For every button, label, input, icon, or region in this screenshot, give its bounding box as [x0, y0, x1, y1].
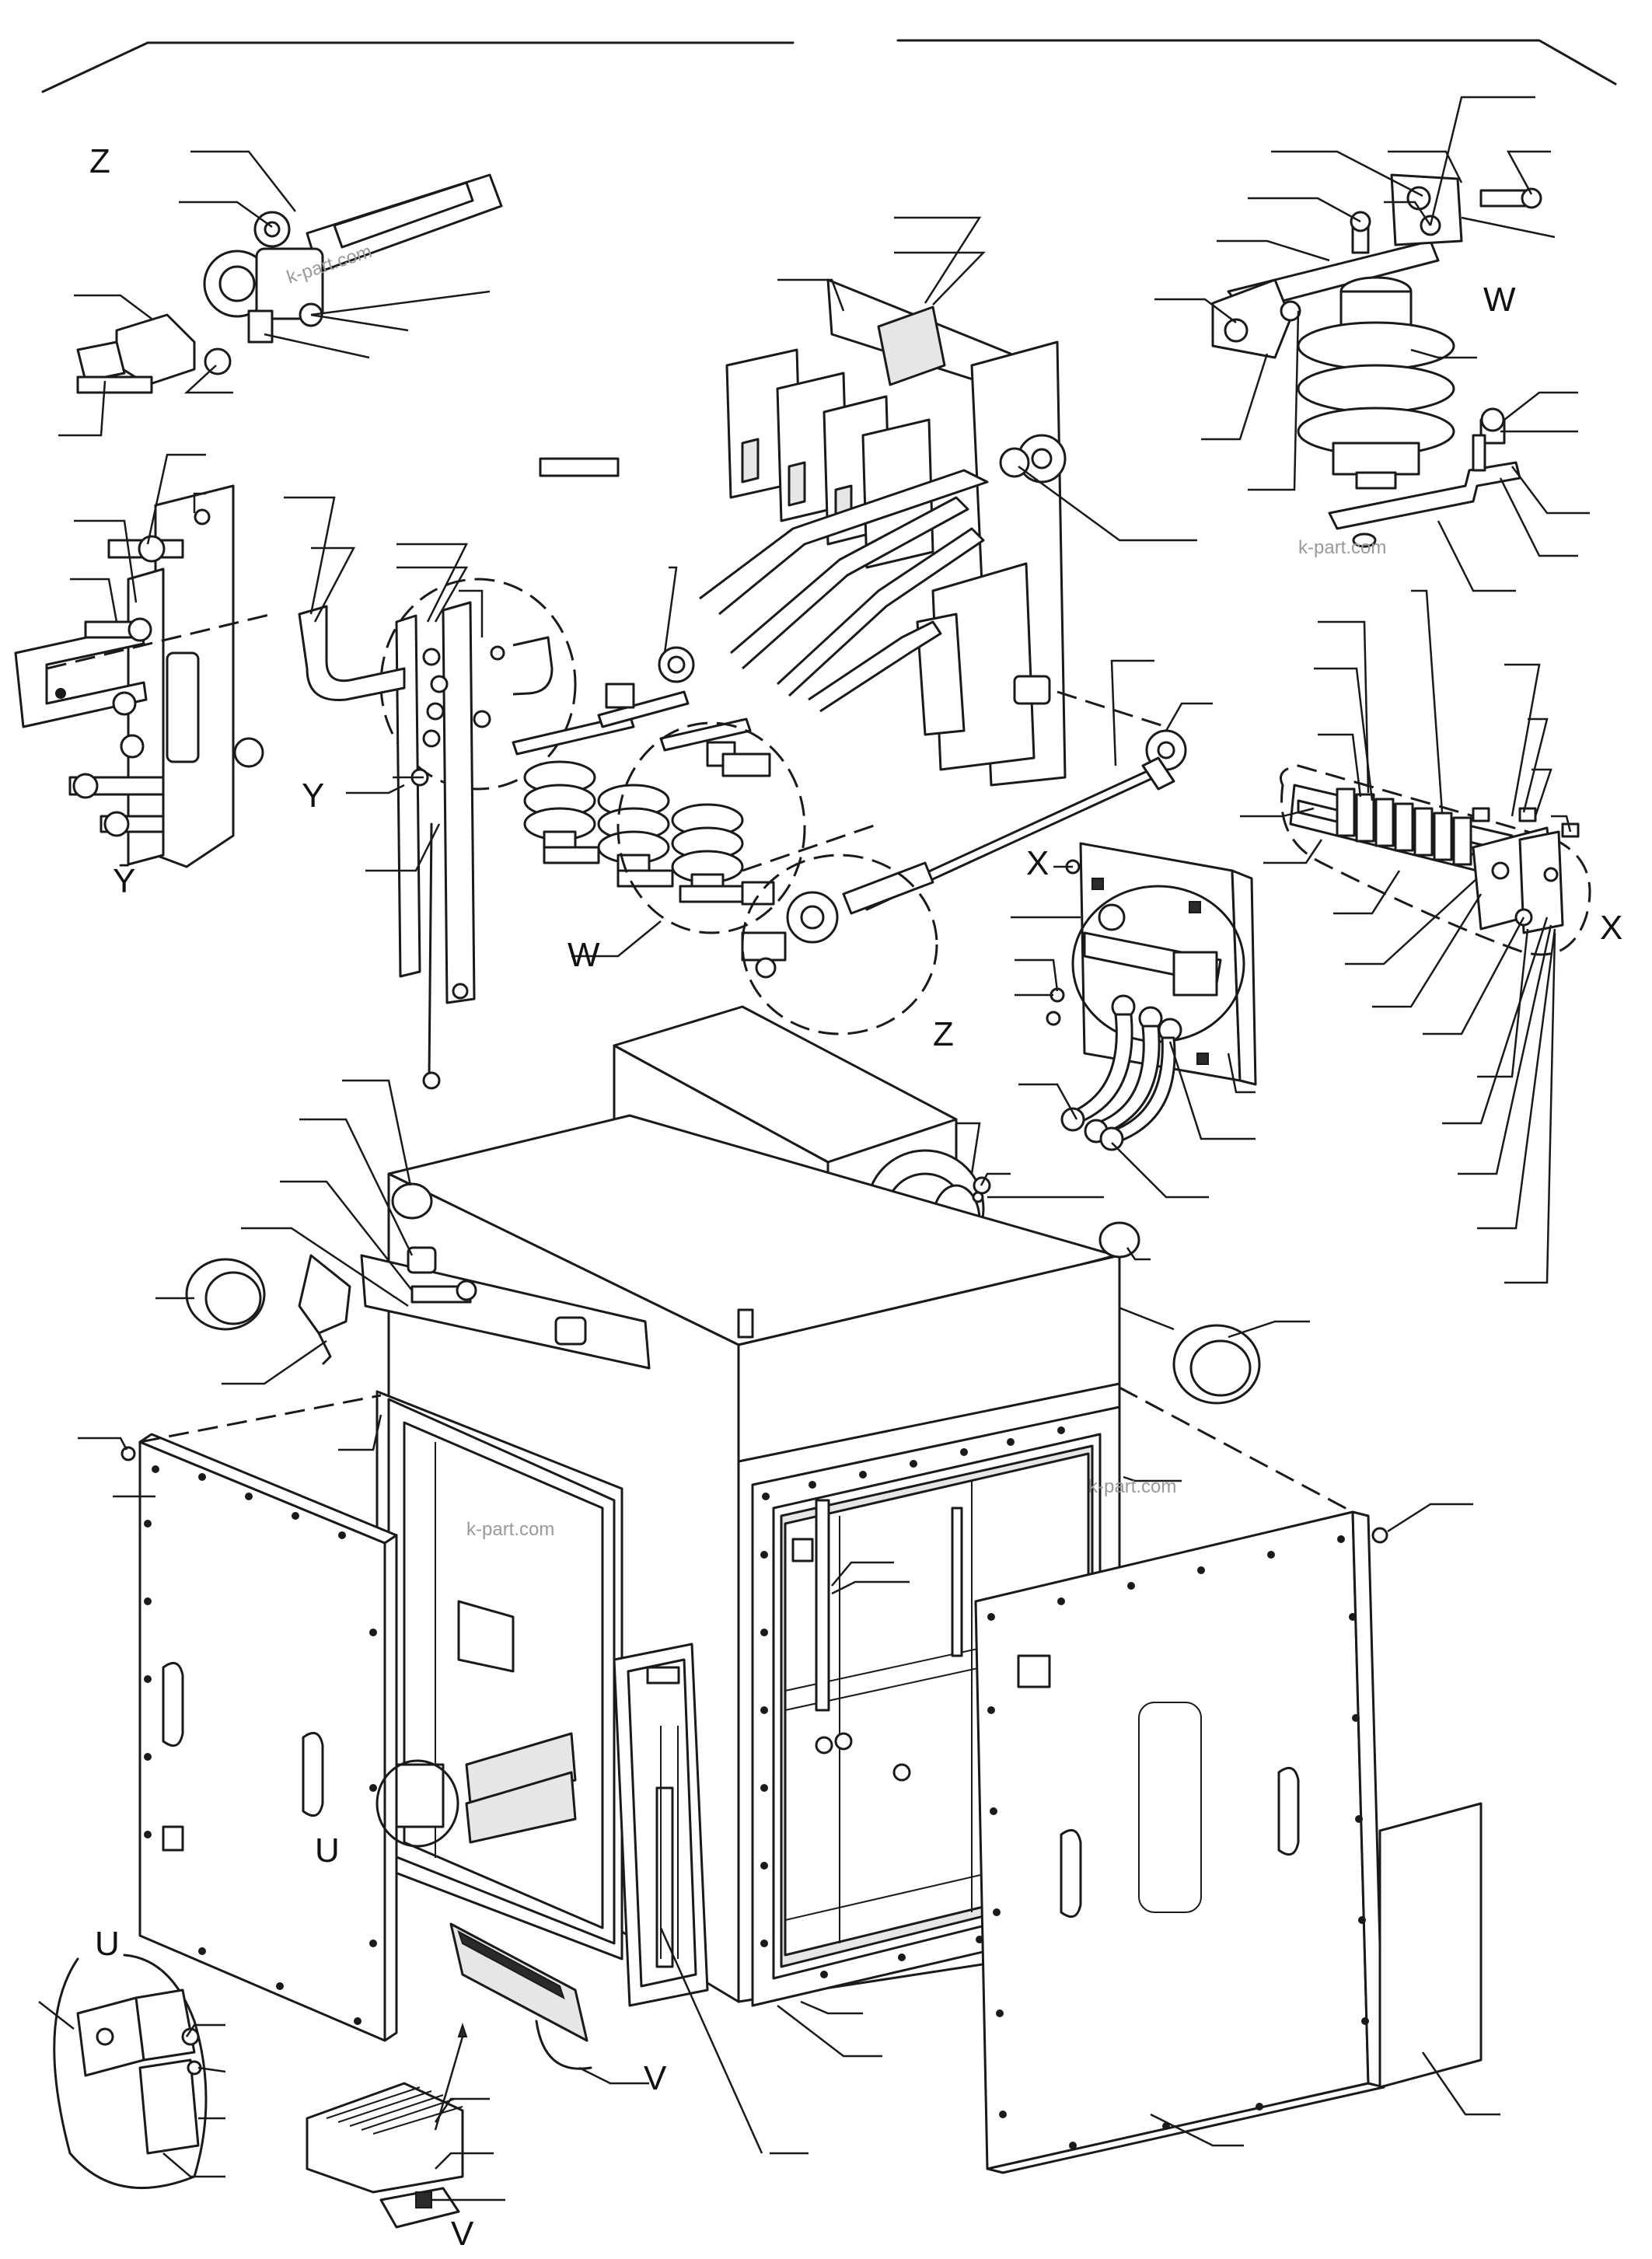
drive-shaft-assembly [741, 659, 1213, 1035]
callout-u-detail: U [95, 1925, 120, 1963]
side-plate [1378, 1802, 1500, 2116]
heater-fins [326, 2086, 463, 2135]
callout-v-mid: V [644, 2059, 667, 2097]
detail-u-switch [38, 1759, 459, 2190]
switch-mechanism-frame [658, 216, 1197, 872]
watermark-4: k-part.com [1088, 1476, 1176, 1497]
callout-x-mid: X [1026, 844, 1049, 882]
control-box [1011, 842, 1257, 1199]
detail-v-heater [306, 1922, 649, 2229]
y-bolts [68, 535, 264, 837]
detail-y-circle [284, 496, 577, 1090]
callout-z-mid: Z [933, 1015, 954, 1053]
top-frame-lines [41, 39, 1617, 93]
detail-w-insulator [1154, 96, 1590, 592]
insulator-3 [671, 803, 744, 899]
callout-labels: Z W Y Ȳ W Z X X U U V V [89, 142, 1622, 2253]
cable-glands [1060, 994, 1182, 1151]
watermark-2: k-part.com [1298, 537, 1386, 558]
right-door-bolts [987, 1535, 1369, 2149]
callout-w-top: W [1483, 281, 1516, 319]
right-door-panel [974, 1386, 1473, 2174]
detail-z-assembly [58, 150, 503, 437]
detail-x-terminal-rail [1240, 589, 1591, 1284]
callout-w-mid: W [568, 936, 600, 974]
watermark-3: k-part.com [466, 1519, 554, 1540]
gland-fittings [155, 1254, 1310, 1405]
insulator-1 [523, 457, 620, 864]
drive-links [699, 469, 989, 713]
insulator-2 [597, 784, 674, 888]
callout-v-bottom: V [451, 2215, 474, 2253]
callout-x-right: X [1600, 909, 1622, 947]
detail-y-bracket [14, 453, 273, 868]
w-insulator-body [1297, 276, 1455, 490]
callout-z-top: Z [89, 142, 110, 180]
callout-u-mid: U [315, 1831, 340, 1870]
front-rail-panel [613, 1643, 809, 2155]
insulator-row [512, 457, 806, 958]
callout-y-detail: Ȳ [113, 862, 135, 900]
left-door-bolts [144, 1465, 377, 2025]
left-door-panel [78, 1394, 398, 2042]
callout-y-left: Y [302, 777, 324, 815]
terminal-blocks [1336, 787, 1472, 866]
